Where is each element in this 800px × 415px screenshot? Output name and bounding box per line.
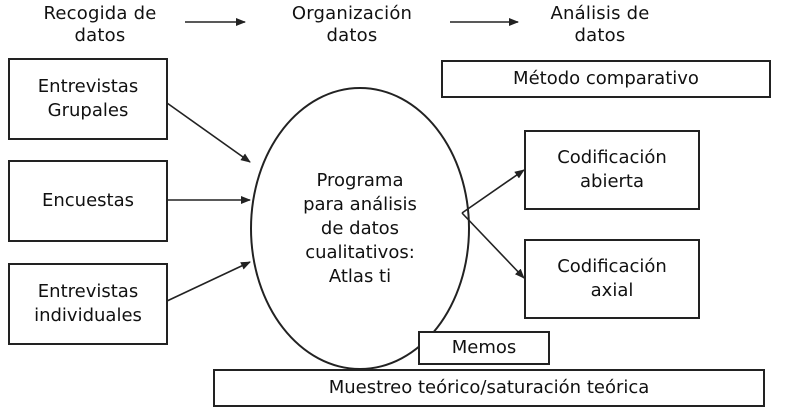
source-label: Entrevistas individuales [34,281,142,326]
program-ellipse: Programa para análisis de datos cualitat… [250,87,470,370]
coding-label: Codificación axial [557,256,667,301]
coding-label: Codificación abierta [557,147,667,192]
coding-box-open: Codificación abierta [524,130,700,210]
arrow-group-interviews-to-program [166,102,251,163]
source-label: Entrevistas Grupales [37,76,139,121]
arrow-program-to-axial-coding [461,212,525,279]
source-box-individual-interviews: Entrevistas individuales [8,263,168,345]
header-data-analysis: Análisis de datos [550,3,650,46]
header-data-organization: Organización datos [291,3,413,46]
header-data-collection: Recogida de datos [43,3,157,46]
method-label: Método comparativo [513,68,699,89]
coding-box-axial: Codificación axial [524,239,700,319]
sampling-box: Muestreo teórico/saturación teórica [213,369,765,407]
arrow-program-to-open-coding [461,169,525,214]
memos-box: Memos [418,331,550,365]
program-label: Programa para análisis de datos cualitat… [303,169,417,287]
arrow-individual-interviews-to-program [166,261,251,302]
method-box: Método comparativo [441,60,771,98]
source-box-group-interviews: Entrevistas Grupales [8,58,168,140]
sampling-label: Muestreo teórico/saturación teórica [328,377,650,398]
memos-label: Memos [451,337,517,358]
source-box-surveys: Encuestas [8,160,168,242]
source-label: Encuestas [41,190,134,211]
